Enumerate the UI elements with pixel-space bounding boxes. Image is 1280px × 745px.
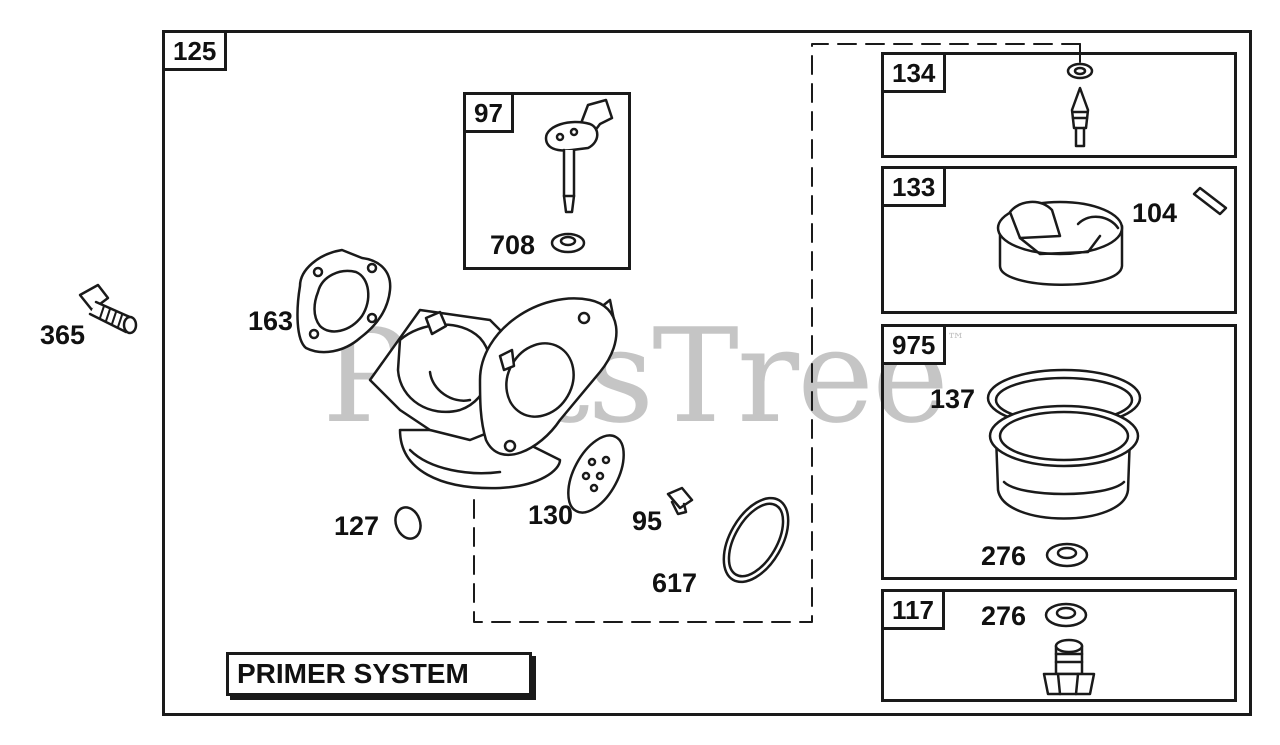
part-label-708[interactable]: 708 xyxy=(490,230,536,260)
primer-system-label: PRIMER SYSTEM xyxy=(226,652,532,696)
float-133-icon xyxy=(996,200,1124,286)
needle-seat-134-icon xyxy=(1066,62,1094,148)
part-label-365[interactable]: 365 xyxy=(40,320,86,350)
washer-276-upper-icon xyxy=(1045,542,1089,568)
group-133-tag[interactable]: 133 xyxy=(881,166,947,207)
part-label-104[interactable]: 104 xyxy=(1132,198,1178,228)
group-133-frame: 133 xyxy=(881,166,1237,314)
part-label-127[interactable]: 127 xyxy=(334,511,380,541)
part-label-163[interactable]: 163 xyxy=(248,306,294,336)
bolt-365-icon xyxy=(78,283,138,335)
part-label-617[interactable]: 617 xyxy=(652,568,698,598)
group-125-tag[interactable]: 125 xyxy=(162,30,228,71)
primer-arm-97-icon xyxy=(544,98,614,214)
part-label-137[interactable]: 137 xyxy=(930,384,976,414)
pin-104-icon xyxy=(1192,186,1228,216)
washer-276-lower-icon xyxy=(1044,602,1088,628)
part-label-95[interactable]: 95 xyxy=(632,506,663,536)
dashed-bracket-line xyxy=(473,43,1081,623)
group-975-frame: 975 xyxy=(881,324,1237,580)
group-134-frame: 134 xyxy=(881,52,1237,158)
washer-708-icon xyxy=(550,232,586,254)
group-117-frame: 117 xyxy=(881,589,1237,702)
group-125-frame: 125 xyxy=(162,30,1252,716)
plug-127-icon xyxy=(394,506,422,540)
part-label-130[interactable]: 130 xyxy=(528,500,574,530)
carburetor-body-icon xyxy=(368,297,618,490)
group-975-tag[interactable]: 975 xyxy=(881,324,947,365)
part-label-276-upper[interactable]: 276 xyxy=(981,541,1027,571)
bowl-nut-117-icon xyxy=(1042,638,1096,696)
diaphragm-130-icon xyxy=(567,434,625,514)
part-label-276-lower[interactable]: 276 xyxy=(981,601,1027,631)
o-ring-617-icon xyxy=(722,496,790,584)
gasket-163-icon xyxy=(296,248,392,354)
screw-95-icon xyxy=(666,486,694,516)
group-97-frame: 97 xyxy=(463,92,631,270)
group-134-tag[interactable]: 134 xyxy=(881,52,947,93)
bowl-975-icon xyxy=(986,368,1142,520)
group-117-tag[interactable]: 117 xyxy=(881,589,945,630)
group-97-tag[interactable]: 97 xyxy=(463,92,514,133)
